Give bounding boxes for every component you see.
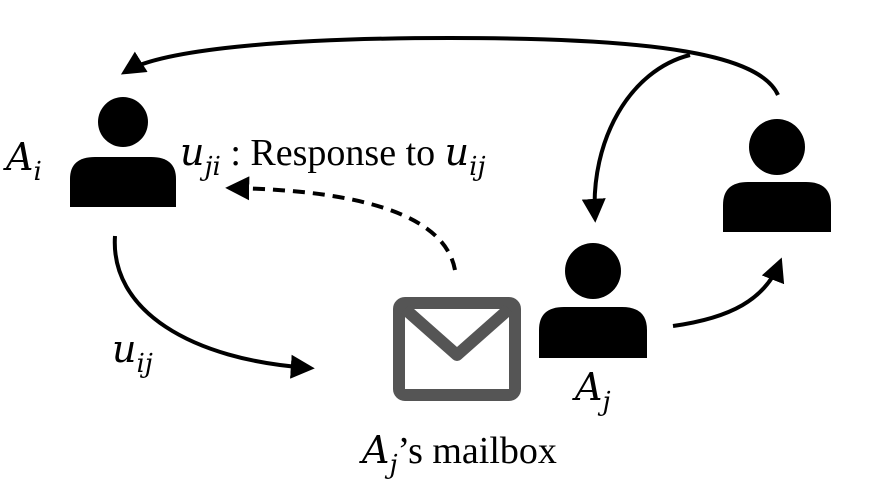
label-agent-i-sub: i bbox=[33, 157, 41, 187]
arrow-agent-to-ai bbox=[120, 35, 780, 96]
label-message-sub: ij bbox=[136, 349, 152, 379]
arrow-response-dashed bbox=[225, 176, 457, 271]
envelope-icon bbox=[393, 297, 521, 401]
label-agent-i: Ai bbox=[3, 135, 42, 187]
label-response-ref-sub: ij bbox=[469, 152, 485, 182]
label-response-text: : Response to bbox=[221, 132, 445, 174]
label-mailbox-text: ’s mailbox bbox=[398, 430, 557, 472]
label-message: uij bbox=[112, 327, 153, 379]
arrow-message-to-mailbox bbox=[112, 235, 315, 379]
label-response: uji : Response to uij bbox=[180, 130, 486, 182]
label-agent-j-main: A bbox=[572, 365, 602, 409]
label-mailbox: Aj’s mailbox bbox=[359, 428, 557, 480]
label-agent-j: Aj bbox=[572, 365, 611, 417]
arrow-agent-to-aj bbox=[581, 53, 691, 223]
person-icon bbox=[723, 119, 831, 232]
person-icon bbox=[70, 97, 176, 207]
label-response-ref-main: u bbox=[445, 130, 469, 174]
label-mailbox-main: A bbox=[359, 428, 389, 472]
label-message-main: u bbox=[112, 327, 136, 371]
label-response-sub: ji bbox=[199, 152, 220, 182]
arrow-aj-to-agent bbox=[672, 257, 785, 328]
person-icon bbox=[539, 243, 647, 358]
label-agent-i-main: A bbox=[3, 135, 33, 179]
label-response-main: u bbox=[180, 130, 204, 174]
